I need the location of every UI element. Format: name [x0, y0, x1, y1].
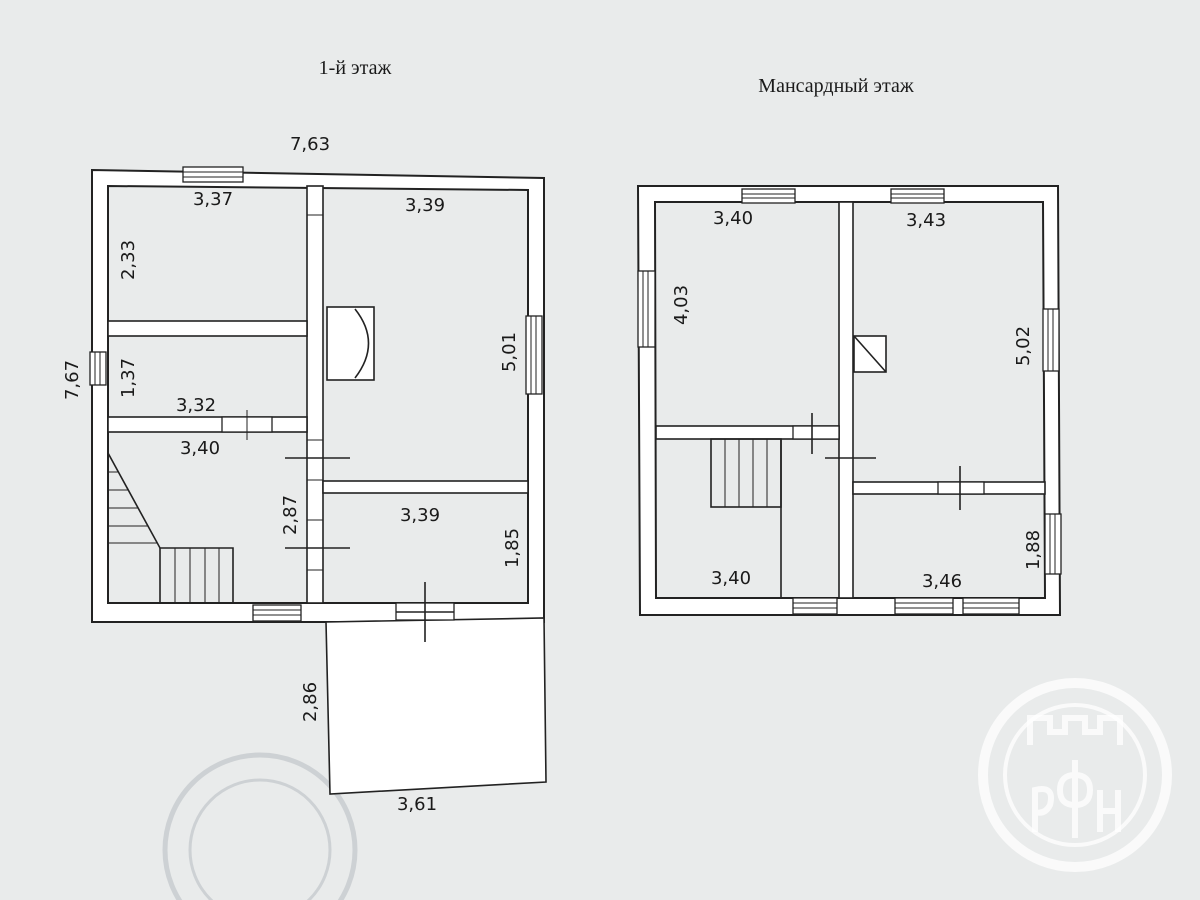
floor1-dim-right-top-width: 3,39 [405, 195, 445, 216]
floor1-central-wall [306, 185, 324, 604]
staircase-icon [107, 452, 234, 603]
floor1-dim-top-left-width: 3,37 [193, 189, 233, 210]
attic-dim-bottom-right-height: 1,88 [1023, 530, 1044, 570]
door-mark-icon [792, 413, 985, 510]
attic-dim-bottom-left-width: 3,40 [711, 568, 751, 589]
floor1-dim-top-left-height: 2,33 [118, 240, 139, 280]
attic-dim-bottom-right-width: 3,46 [922, 571, 962, 592]
door-mark-icon [221, 410, 455, 642]
stove-icon [326, 306, 375, 381]
floor1-terrace [325, 617, 547, 795]
attic-dim-left-width: 3,40 [713, 208, 753, 229]
floor1-dim-right-bottom-width: 3,39 [400, 505, 440, 526]
floor1-dim-terrace-height: 2,86 [300, 682, 321, 722]
floor1-right-partition [322, 480, 529, 494]
window-icon [89, 166, 543, 622]
chimney-icon [853, 335, 887, 373]
attic-plan [636, 185, 1062, 616]
floor1-plan [89, 166, 547, 795]
attic-central-wall [838, 201, 854, 599]
watermark-logo-icon [978, 678, 1172, 872]
floor1-height-total: 7,67 [62, 360, 83, 400]
attic-dim-right-height: 5,02 [1013, 326, 1034, 366]
floor1-dim-mid-left-width: 3,32 [176, 395, 216, 416]
floor1-left-partition-2 [107, 416, 308, 433]
floor1-left-partition-1 [107, 320, 308, 337]
attic-dim-left-height: 4,03 [671, 285, 692, 325]
attic-title: Мансардный этаж [758, 75, 914, 97]
floor1-title: 1-й этаж [319, 57, 392, 79]
floor1-dim-stair-width: 3,40 [180, 438, 220, 459]
faint-stamp [162, 752, 358, 900]
window-icon [637, 188, 1062, 615]
floor1-width-total: 7,63 [290, 134, 330, 155]
floor1-dim-right-top-height: 5,01 [499, 332, 520, 372]
floor1-dim-stair-height: 2,87 [280, 495, 301, 535]
floor1-dim-right-bottom-height: 1,85 [502, 528, 523, 568]
floor1-dim-mid-left-height: 1,37 [118, 358, 139, 398]
floor1-dim-terrace-width: 3,61 [397, 794, 437, 815]
staircase-icon [710, 438, 782, 598]
attic-dim-right-width: 3,43 [906, 210, 946, 231]
